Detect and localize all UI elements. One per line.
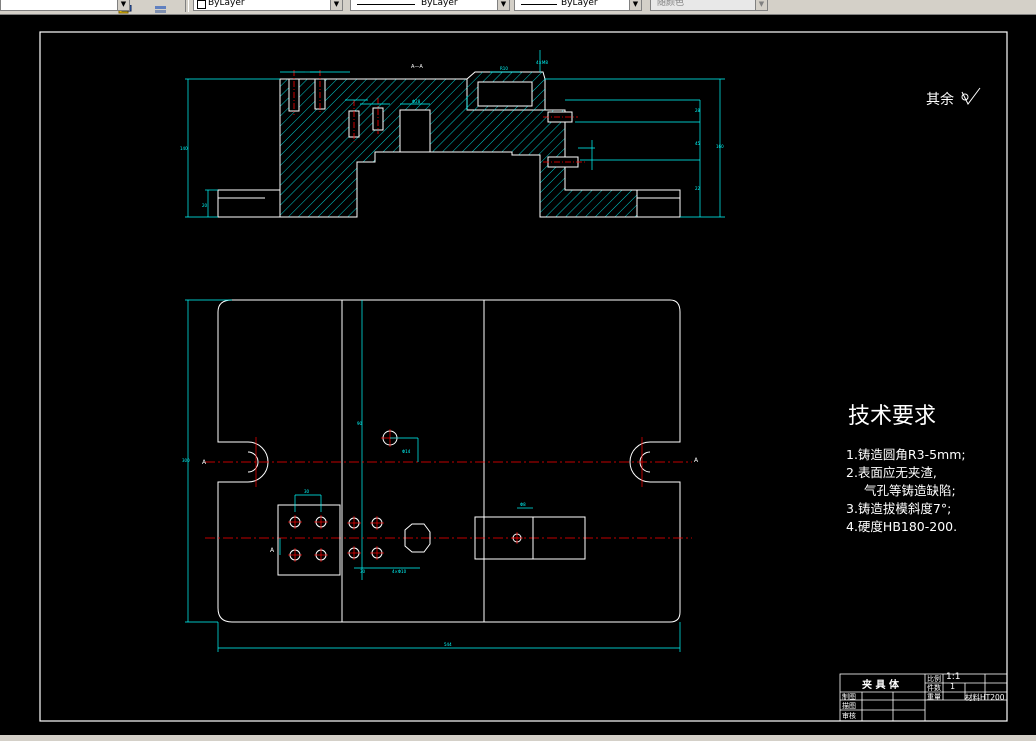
tech-item: 4.硬度HB180-200. bbox=[846, 519, 958, 534]
tech-item: 2.表面应无夹渣, bbox=[846, 465, 937, 480]
svg-text:30: 30 bbox=[304, 489, 310, 494]
layer-previous-icon[interactable] bbox=[154, 0, 168, 13]
svg-text:Φ14: Φ14 bbox=[402, 449, 411, 454]
tech-item: 3.铸造拔模斜度7°; bbox=[846, 501, 952, 516]
toolbar-separator bbox=[185, 0, 189, 12]
scale-label: 比例 bbox=[927, 675, 941, 683]
tech-item: 1.铸造圆角R3-5mm; bbox=[846, 447, 966, 462]
svg-text:22: 22 bbox=[695, 186, 701, 191]
svg-text:90: 90 bbox=[357, 421, 363, 426]
drawn-label: 制图 bbox=[842, 693, 856, 701]
svg-text:544: 544 bbox=[444, 642, 452, 647]
section-view: 140 20 160 28 45 22 Φ28 R10 4×M8 A—A bbox=[180, 50, 725, 218]
qty-value: 1 bbox=[950, 682, 956, 691]
section-label: A—A bbox=[411, 64, 423, 70]
surface-finish-icon bbox=[961, 87, 981, 105]
chevron-down-icon[interactable]: ▼ bbox=[330, 0, 342, 10]
plan-view: 300 544 90 Φ14 30 30 4×Φ10 Φ8 A A A bbox=[182, 299, 699, 652]
svg-text:R10: R10 bbox=[500, 66, 508, 71]
tech-item: 气孔等铸造缺陷; bbox=[864, 483, 956, 498]
svg-text:Φ28: Φ28 bbox=[412, 99, 421, 104]
weight-label: 重量 bbox=[927, 693, 941, 701]
hole-block-outline bbox=[277, 504, 341, 576]
design-label: 描图 bbox=[842, 702, 856, 710]
status-strip bbox=[0, 735, 1036, 741]
plan-outline bbox=[217, 299, 681, 623]
surface-note: 其余 bbox=[926, 92, 954, 108]
svg-text:A: A bbox=[202, 459, 207, 466]
plotstyle-combo[interactable]: 随颜色 ▼ bbox=[650, 0, 768, 11]
properties-toolbar: ByLayer ▼ ByLayer ▼ ByLayer ▼ ByLayer ▼ … bbox=[0, 0, 1036, 15]
title-block bbox=[839, 673, 1008, 722]
lineweight-preview bbox=[521, 4, 557, 5]
part-name: 夹 具 体 bbox=[862, 680, 899, 691]
svg-text:30: 30 bbox=[360, 569, 366, 574]
qty-label: 件数 bbox=[927, 684, 941, 692]
svg-text:140: 140 bbox=[180, 146, 188, 151]
color-swatch-icon bbox=[197, 0, 206, 9]
linetype-combo[interactable]: ByLayer ▼ bbox=[350, 0, 510, 11]
svg-text:20: 20 bbox=[202, 203, 208, 208]
chevron-down-icon[interactable]: ▼ bbox=[497, 0, 509, 10]
check-label: 审核 bbox=[842, 712, 856, 720]
drawing-canvas[interactable]: 140 20 160 28 45 22 Φ28 R10 4×M8 A—A bbox=[0, 14, 1036, 736]
lineweight-combo[interactable]: ByLayer ▼ bbox=[514, 0, 642, 11]
center-slot bbox=[399, 109, 431, 153]
right-flange bbox=[636, 189, 681, 218]
chevron-down-icon[interactable]: ▼ bbox=[629, 0, 641, 10]
tech-requirements-title: 技术要求 bbox=[848, 404, 937, 429]
linetype-preview bbox=[357, 4, 415, 5]
scale-value: 1:1 bbox=[946, 672, 961, 682]
svg-text:4×M8: 4×M8 bbox=[536, 60, 548, 65]
layer-combo[interactable]: ByLayer ▼ bbox=[0, 0, 130, 11]
color-combo[interactable]: ByLayer ▼ bbox=[193, 0, 343, 11]
rect-boss bbox=[474, 516, 586, 560]
svg-text:Φ8: Φ8 bbox=[520, 502, 526, 507]
chevron-down-icon[interactable]: ▼ bbox=[117, 0, 129, 10]
svg-text:300: 300 bbox=[182, 458, 190, 463]
tech-requirements-list: 1.铸造圆角R3-5mm; 2.表面应无夹渣, 气孔等铸造缺陷; 3.铸造拔模斜… bbox=[846, 446, 966, 536]
color-combo-value: ByLayer bbox=[208, 0, 245, 8]
svg-text:45: 45 bbox=[695, 141, 701, 146]
lineweight-combo-value: ByLayer bbox=[561, 0, 598, 8]
svg-text:28: 28 bbox=[695, 108, 701, 113]
left-flange bbox=[217, 189, 281, 218]
svg-text:A: A bbox=[270, 547, 275, 554]
drawing-border bbox=[39, 31, 1008, 722]
material-label: 材料HT200 bbox=[965, 693, 1005, 702]
svg-text:160: 160 bbox=[716, 144, 724, 149]
linetype-combo-value: ByLayer bbox=[421, 0, 458, 8]
chevron-down-icon[interactable]: ▼ bbox=[755, 0, 767, 10]
plotstyle-combo-value: 随颜色 bbox=[657, 0, 685, 8]
svg-text:4×Φ10: 4×Φ10 bbox=[392, 569, 407, 574]
svg-text:A: A bbox=[694, 457, 699, 464]
